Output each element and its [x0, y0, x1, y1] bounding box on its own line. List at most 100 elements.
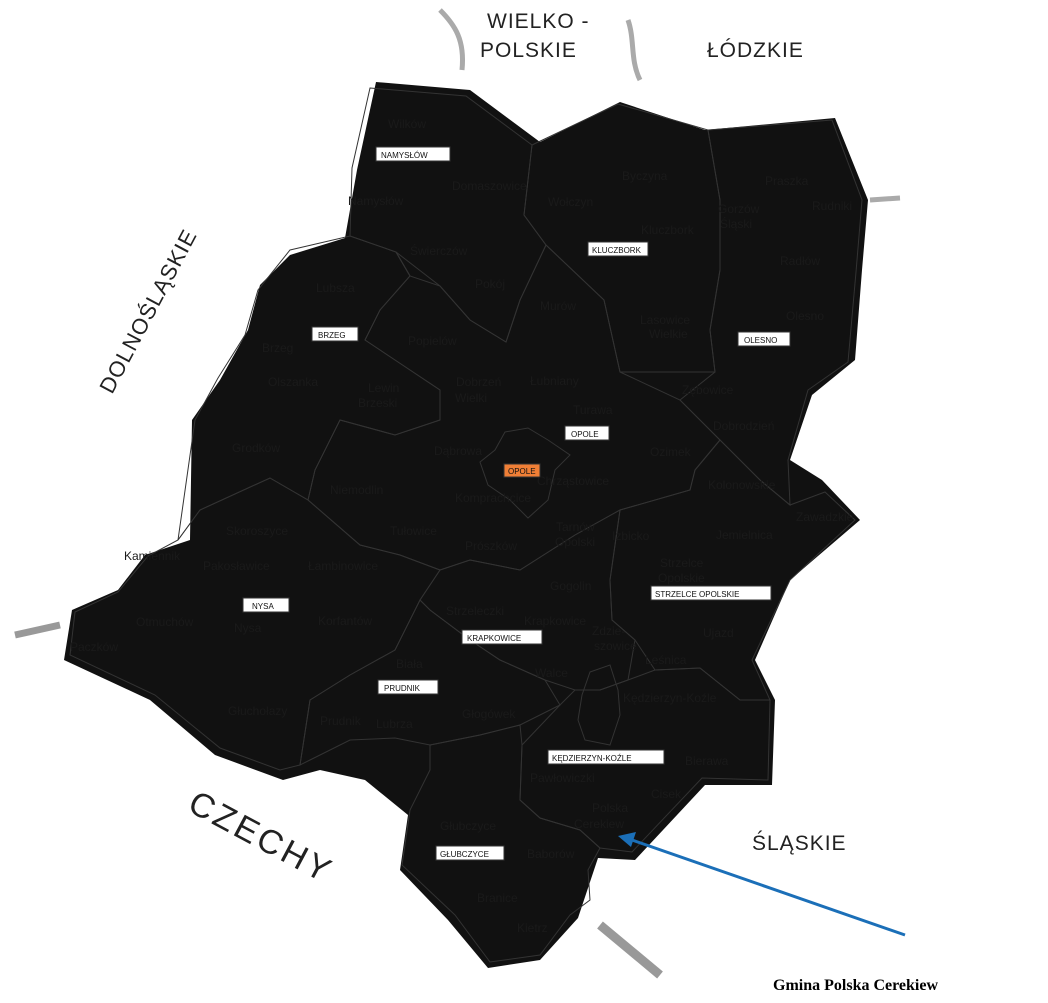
county-box-kluczbork	[587, 241, 649, 257]
commune-kamiennik: Kamiennik	[124, 549, 181, 563]
commune-izbicko: Izbicko	[612, 529, 650, 543]
commune-branice: Branice	[477, 891, 518, 905]
commune-strzelce-1: Strzelce	[660, 556, 704, 570]
county-label-nysa: NYSA	[252, 602, 274, 611]
commune-domaszowice: Domaszowice	[452, 179, 527, 193]
commune-ozimek: Ozimek	[650, 445, 692, 459]
commune-baborow: Baborów	[527, 847, 575, 861]
commune-swierczow: Świerczów	[410, 243, 468, 258]
commune-proszkow: Prószków	[465, 539, 517, 553]
commune-kluczbork: Kluczbork	[641, 223, 695, 237]
county-box-prudnik	[377, 679, 439, 695]
commune-kolonowskie: Kolonowskie	[708, 478, 776, 492]
commune-brzeg: Brzeg	[262, 341, 293, 355]
commune-kietrz: Kietrz	[517, 921, 548, 935]
commune-wilkow: Wilków	[388, 117, 426, 131]
pointer-arrowhead-icon	[618, 832, 636, 847]
county-box-kedzierzyn	[547, 749, 665, 765]
commune-lewin-2: Brzeski	[358, 396, 397, 410]
commune-polska-1: Polska	[592, 801, 628, 815]
county-label-glubczyce: GŁUBCZYCE	[440, 850, 489, 859]
commune-zdzieszowice-2: szowice	[594, 639, 637, 653]
commune-strzelce-2: Opolskie	[658, 571, 705, 585]
commune-dobrzen-2: Wielki	[455, 391, 487, 405]
commune-lesnica: Leśnica	[645, 653, 687, 667]
commune-pakoslawice: Pakosławice	[203, 559, 270, 573]
commune-glogowek: Głogówek	[462, 707, 516, 721]
commune-murow: Murów	[540, 299, 576, 313]
county-label-opole-city: OPOLE	[508, 467, 536, 476]
commune-zdzieszowice-1: Zdzie-	[592, 624, 625, 638]
commune-skoroszyce: Skoroszyce	[226, 524, 288, 538]
county-label-strzelce: STRZELCE OPOLSKIE	[655, 590, 739, 599]
commune-dabrowa: Dąbrowa	[434, 444, 482, 458]
label-slaskie: ŚLĄSKIE	[752, 831, 847, 855]
commune-turawa: Turawa	[573, 403, 613, 417]
commune-lambinowice: Łambinowice	[308, 559, 378, 573]
county-box-brzeg	[311, 326, 359, 342]
commune-otmuchow: Otmuchów	[136, 615, 194, 629]
caption-gmina-polska-cerekiew: Gmina Polska Cerekiew	[773, 977, 938, 994]
commune-zebowice: Zębowice	[682, 383, 734, 397]
commune-lubrza: Lubrza	[376, 717, 413, 731]
commune-gorzow-2: Śląski	[720, 216, 752, 231]
commune-lasowice-2: Wielkie	[649, 327, 688, 341]
commune-glubczyce: Głubczyce	[440, 819, 496, 833]
commune-polska-2: Cerekiew	[574, 817, 624, 831]
label-wielkopolskie-1: WIELKO -	[487, 10, 590, 33]
county-box-opole	[564, 425, 610, 441]
commune-niemodlin: Niemodlin	[330, 483, 383, 497]
county-label-prudnik: PRUDNIK	[384, 684, 421, 693]
border-line-lodzkie	[625, 19, 643, 82]
label-dolnoslaskie: DOLNOŚLĄSKIE	[94, 225, 201, 397]
label-czechy: CZECHY	[182, 784, 339, 892]
commune-grodkow: Grodków	[232, 441, 280, 455]
county-label-olesno: OLESNO	[744, 336, 777, 345]
commune-dobrzen-1: Dobrzeń	[456, 375, 501, 389]
county-box-namyslow	[375, 146, 451, 162]
county-box-nysa	[242, 597, 290, 613]
commune-namyslow: Namysłów	[348, 194, 404, 208]
commune-dobrodzien: Dobrodzień	[713, 419, 774, 433]
commune-tulowice: Tułowice	[390, 524, 437, 538]
commune-gogolin: Gogolin	[550, 579, 591, 593]
commune-rudniki: Rudniki	[812, 199, 852, 213]
commune-olszanka: Olszanka	[268, 375, 318, 389]
commune-cisek: Cisek	[651, 787, 682, 801]
border-line-west	[14, 621, 61, 639]
commune-prudnik: Prudnik	[320, 714, 362, 728]
county-opole-city	[479, 427, 571, 519]
commune-lubsza: Lubsza	[316, 281, 355, 295]
commune-chrzastowice: Chrząstowice	[537, 474, 609, 488]
commune-byczyna: Byczyna	[622, 169, 668, 183]
county-box-opole-city	[503, 463, 541, 478]
commune-nysa: Nysa	[234, 621, 262, 635]
commune-komprachcice: Komprachcice	[455, 491, 531, 505]
voivodeship-shadow	[64, 82, 868, 968]
commune-lasowice-1: Lasowice	[640, 313, 690, 327]
county-label-opole: OPOLE	[571, 430, 599, 439]
county-box-glubczyce	[435, 845, 505, 861]
county-label-kluczbork: KLUCZBORK	[592, 246, 642, 255]
pointer-arrow-line	[631, 838, 906, 937]
commune-lewin-1: Lewin	[368, 381, 399, 395]
commune-paczkow: Paczków	[70, 640, 118, 654]
commune-bierawa: Bierawa	[685, 754, 729, 768]
commune-pokoj: Pokój	[475, 277, 505, 291]
commune-gorzow-1: Gorzów	[718, 202, 760, 216]
commune-popielow: Popielów	[408, 334, 457, 348]
label-lodzkie: ŁÓDZKIE	[707, 39, 804, 62]
border-line-wielkopolskie	[438, 8, 466, 71]
commune-praszka: Praszka	[765, 174, 809, 188]
commune-lubniany: Łubniany	[530, 374, 579, 388]
commune-biala: Biała	[396, 657, 423, 671]
commune-jemielnica: Jemielnica	[716, 528, 773, 542]
commune-korfantow: Korfantów	[318, 614, 372, 628]
commune-radlow: Radłów	[780, 254, 820, 268]
commune-olesno: Olesno	[786, 309, 824, 323]
county-label-namyslow: NAMYSŁÓW	[381, 151, 428, 160]
label-wielkopolskie-2: POLSKIE	[480, 39, 577, 62]
commune-strzeleczki: Strzeleczki	[446, 604, 504, 618]
county-box-strzelce	[650, 585, 772, 601]
